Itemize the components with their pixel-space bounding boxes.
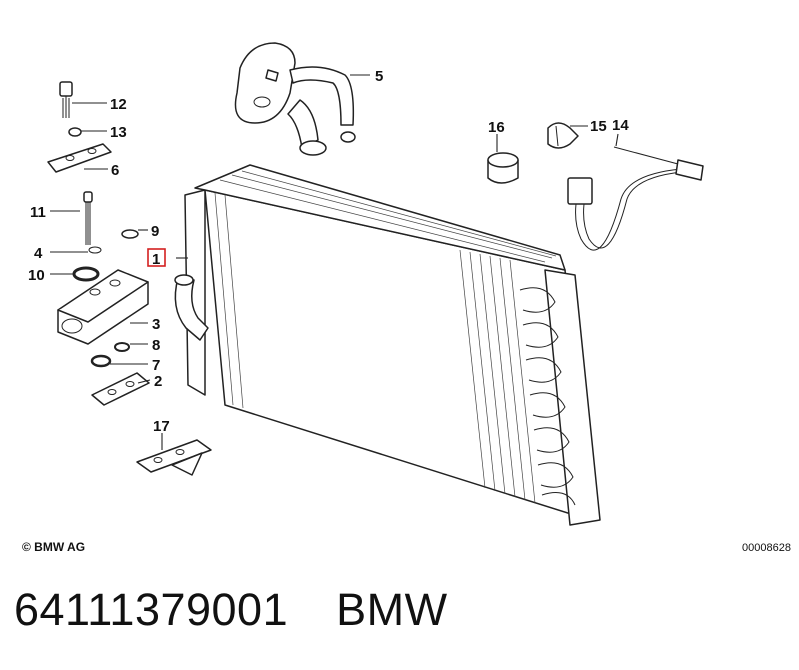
bolt-part-11 <box>83 191 93 245</box>
callout-4[interactable]: 4 <box>34 245 43 262</box>
oring-part-10 <box>72 266 100 282</box>
callouts: 1 2 3 4 5 6 7 8 9 10 11 12 13 14 15 16 1… <box>28 68 629 435</box>
callout-16[interactable]: 16 <box>488 119 505 136</box>
highlighted-callout-box <box>147 248 166 267</box>
callout-14[interactable]: 14 <box>612 117 629 134</box>
diagram-id: 00008628 <box>742 542 791 554</box>
bolt-part-12 <box>59 81 73 118</box>
oring-part-9 <box>121 229 139 239</box>
sensor-part-14 <box>567 146 704 251</box>
callout-12[interactable]: 12 <box>110 96 127 113</box>
pipe-part-5 <box>234 42 356 156</box>
callout-9[interactable]: 9 <box>151 223 159 240</box>
callout-6[interactable]: 6 <box>111 162 119 179</box>
callout-10[interactable]: 10 <box>28 267 45 284</box>
plug-part-16 <box>487 152 519 184</box>
footer-caption: 64111379001 BMW <box>14 584 448 636</box>
leader-lines <box>50 74 619 450</box>
evaporator-core <box>174 164 601 526</box>
callout-8[interactable]: 8 <box>152 337 160 354</box>
callout-1[interactable]: 1 <box>152 251 160 268</box>
part-number: 64111379001 <box>14 584 289 635</box>
callout-3[interactable]: 3 <box>152 316 160 333</box>
callout-13[interactable]: 13 <box>110 124 127 141</box>
washer-part-13 <box>68 127 82 137</box>
oring-part-7 <box>90 354 112 368</box>
bracket-part-17 <box>136 439 212 476</box>
callout-2[interactable]: 2 <box>154 373 162 390</box>
callout-5[interactable]: 5 <box>375 68 383 85</box>
callout-15[interactable]: 15 <box>590 118 607 135</box>
plate-part-6 <box>47 143 112 173</box>
parts-diagram: 1 2 3 4 5 6 7 8 9 10 11 12 13 14 15 16 1… <box>28 42 704 526</box>
callout-17[interactable]: 17 <box>153 418 170 435</box>
lockwasher-part-4 <box>88 246 102 254</box>
brand-name: BMW <box>336 584 448 635</box>
top-fins <box>219 170 557 263</box>
copyright-notice: © BMW AG <box>22 540 86 554</box>
expansion-valve-part-3 <box>57 269 149 345</box>
oring-part-8 <box>114 342 130 352</box>
return-bends <box>519 287 576 506</box>
face-fins <box>214 192 536 504</box>
callout-11[interactable]: 11 <box>30 204 46 221</box>
callout-7[interactable]: 7 <box>152 357 160 374</box>
plate-part-2 <box>91 372 150 406</box>
clip-part-15 <box>547 122 579 149</box>
